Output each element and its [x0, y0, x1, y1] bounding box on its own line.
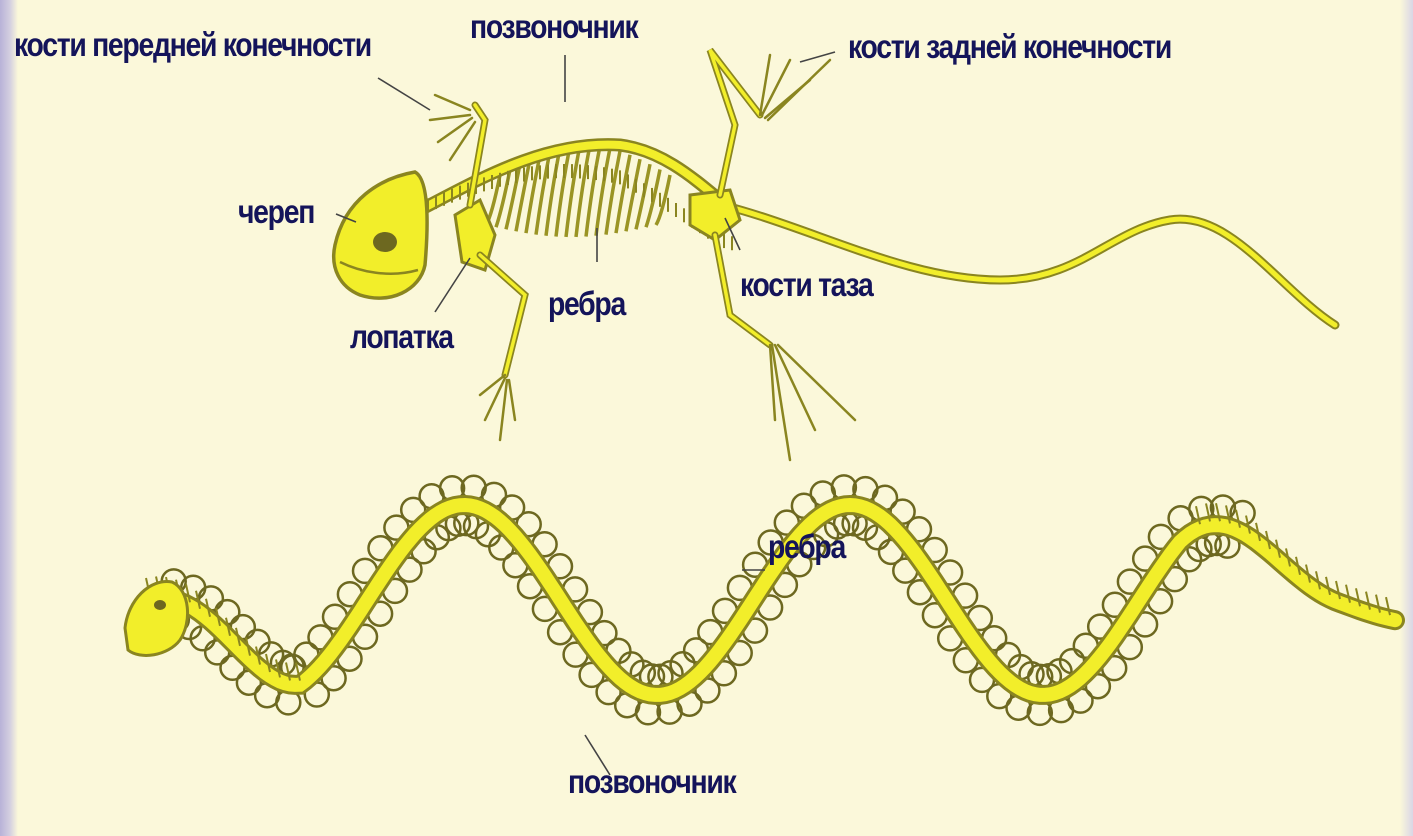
- snake-skull: [125, 582, 188, 656]
- lizard-skeleton: [334, 50, 1335, 460]
- snake-ribs: [154, 475, 1254, 725]
- label-spine-lizard: позвоночник: [470, 10, 637, 43]
- label-spine-snake: позвоночник: [568, 765, 735, 798]
- lizard-eye-socket: [373, 232, 397, 252]
- label-ribs-lizard: ребра: [548, 287, 625, 320]
- label-ribs-snake: ребра: [768, 530, 845, 563]
- label-forelimb-bones: кости передней конечности: [14, 28, 371, 61]
- lizard-tail: [700, 200, 1335, 325]
- leader-scapula: [435, 258, 470, 312]
- label-scapula: лопатка: [350, 320, 453, 353]
- label-pelvic-bones: кости таза: [740, 268, 872, 301]
- label-skull: череп: [238, 195, 314, 228]
- label-hindlimb-bones: кости задней конечности: [848, 30, 1171, 63]
- lizard-digits: [430, 55, 855, 460]
- snake-eye-socket: [154, 600, 166, 610]
- lizard-tail-fill: [700, 200, 1335, 325]
- snake-skeleton: [125, 475, 1395, 725]
- leader-forelimb: [378, 78, 430, 110]
